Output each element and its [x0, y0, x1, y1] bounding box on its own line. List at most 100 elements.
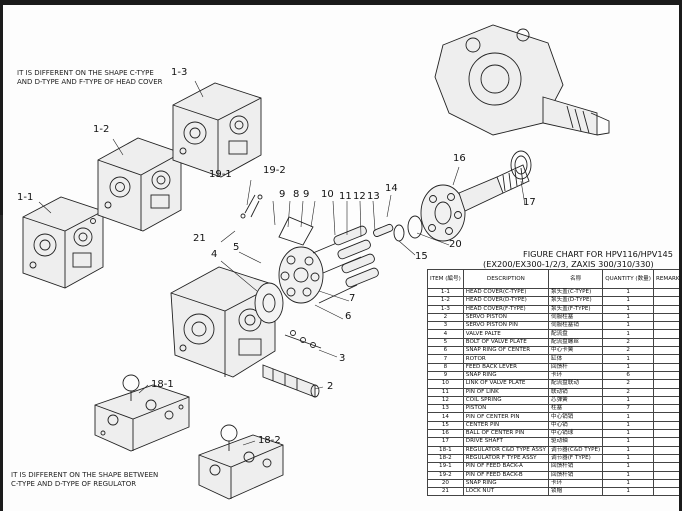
- cell-description: PIN OF FEED BACK-A: [462, 462, 549, 472]
- cell-name-cn: 驱动轴: [547, 437, 604, 447]
- rotor-assembly: [278, 236, 362, 304]
- cell-name-cn: 锁帽: [547, 487, 604, 497]
- cell-quantity: 1: [602, 395, 654, 406]
- snap-ring-20: [407, 215, 423, 239]
- pistons: [333, 223, 394, 288]
- cell-description: BALL OF CENTER PIN: [462, 429, 549, 439]
- cell-remark: [652, 437, 679, 447]
- diagram-sheet: 1-1 1-2 1-3 19-1 19-2 9 8 9 10 11 12 13 …: [3, 5, 679, 511]
- cell-remark: [652, 387, 679, 397]
- cell-quantity: 1: [602, 429, 654, 439]
- feed-back-lever: [240, 194, 314, 246]
- cell-name-cn: 缸体: [547, 354, 604, 364]
- cell-item: 12: [427, 395, 464, 406]
- servo-piston-pin: [284, 330, 322, 349]
- callout-13: 12: [353, 191, 366, 202]
- cell-remark: [652, 470, 679, 480]
- cell-item: 6: [427, 346, 464, 356]
- cell-remark: [652, 445, 679, 455]
- cell-name-cn: 回馈杆销: [547, 470, 604, 480]
- head-cover-d-type: [97, 137, 182, 232]
- callout-12: 11: [339, 191, 352, 202]
- callout-14: 13: [367, 191, 380, 202]
- cell-quantity: 1: [602, 470, 654, 480]
- callout-19-1: 19-1: [209, 169, 232, 180]
- cell-name-cn: 中心卡簧: [547, 346, 604, 356]
- cell-item: 3: [427, 321, 464, 331]
- cell-quantity: 2: [602, 337, 654, 348]
- cell-name-cn: 中心销球: [547, 429, 604, 439]
- cell-item: 8: [427, 362, 464, 372]
- cell-quantity: 1: [602, 487, 654, 497]
- cell-quantity: 1: [602, 462, 654, 472]
- cell-item: 4: [427, 329, 464, 339]
- cell-item: 19-2: [427, 470, 464, 480]
- cell-quantity: 1: [602, 296, 654, 306]
- callout-4: 4: [211, 249, 217, 260]
- cell-quantity: 1: [602, 312, 654, 323]
- cell-item: 1-2: [427, 296, 464, 306]
- exploded-view-drawing: 1-1 1-2 1-3 19-1 19-2 9 8 9 10 11 12 13 …: [17, 24, 610, 500]
- lock-nut: [510, 150, 532, 180]
- callout-16: 14: [385, 183, 398, 194]
- callout-20: 20: [449, 239, 462, 250]
- cell-name-cn: 芯弹簧: [547, 395, 604, 406]
- cell-remark: [652, 478, 679, 489]
- cell-remark: [652, 370, 679, 381]
- callout-6: 6: [345, 311, 351, 322]
- cell-remark: [652, 487, 679, 497]
- cell-name-cn: 卡环: [547, 370, 604, 381]
- cell-quantity: 1: [602, 321, 654, 331]
- cell-description: VALVE PALTE: [462, 329, 549, 339]
- cell-description: REGULATOR C&D TYPE ASSY: [462, 445, 549, 455]
- cell-name-cn: 配流盘联动: [547, 379, 604, 389]
- callout-10: 9: [303, 189, 309, 200]
- cell-description: CENTER PIN: [462, 420, 549, 431]
- callout-8: 9: [279, 189, 285, 200]
- cell-quantity: 2: [602, 346, 654, 356]
- cell-remark: [652, 462, 679, 472]
- cell-description: PISTON: [462, 404, 549, 414]
- cell-name-cn: 泵头盖(C-TYPE): [547, 287, 604, 298]
- cell-name-cn: 柱塞: [547, 404, 604, 414]
- drive-end-housing: [434, 24, 610, 136]
- cell-description: HEAD COVER(F-TYPE): [462, 304, 549, 314]
- callout-5: 5: [233, 242, 239, 253]
- cell-quantity: 1: [602, 329, 654, 339]
- cell-remark: [652, 379, 679, 389]
- cell-remark: [652, 329, 679, 339]
- callout-17: 16: [453, 153, 466, 164]
- head-cover-f-type: [172, 82, 262, 178]
- cell-quantity: 6: [602, 370, 654, 381]
- cell-item: 16: [427, 429, 464, 439]
- cell-remark: [652, 296, 679, 306]
- cell-name-cn: 伺服柱塞: [547, 312, 604, 323]
- callout-9-a: 19-2: [263, 165, 286, 176]
- chart-subtitle: (EX200/EX300-1/2/3, ZAXIS 300/310/330): [483, 259, 654, 269]
- cell-description: HEAD COVER(C-TYPE): [462, 287, 549, 298]
- cell-remark: [652, 354, 679, 364]
- cell-description: PIN OF CENTER PIN: [462, 412, 549, 422]
- cell-name-cn: 泵头盖(F-TYPE): [547, 304, 604, 314]
- cell-item: 19-1: [427, 462, 464, 472]
- cell-remark: [652, 395, 679, 406]
- callout-1-2: 1-2: [93, 124, 109, 135]
- note-head-cover: IT IS DIFFERENT ON THE SHAPE C-TYPE AND …: [17, 69, 163, 86]
- callout-3: 3: [339, 353, 345, 364]
- cell-remark: [652, 337, 679, 348]
- cell-description: SNAP RING: [462, 370, 549, 381]
- chart-title: FIGURE CHART FOR HPV116/HPV145: [523, 249, 673, 259]
- cell-item: 18-1: [427, 445, 464, 455]
